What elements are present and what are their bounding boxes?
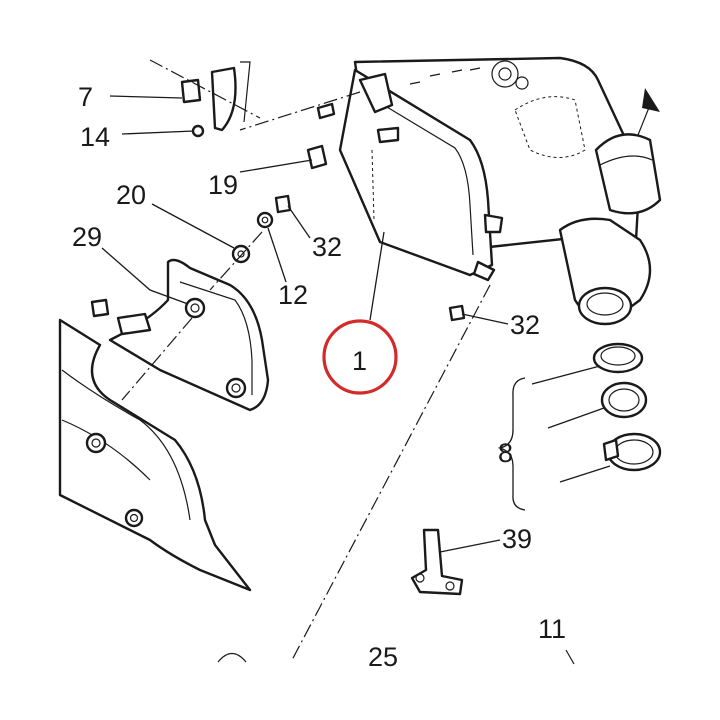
direction-arrow-icon [635,88,660,141]
bracket-39-icon [410,528,464,596]
callout-19: 19 [208,170,238,200]
callout-12: 12 [278,280,308,310]
screw-29-icon [90,298,152,336]
part-11-edge [565,649,575,665]
lower-cover-panel [58,318,252,592]
main-housing-outline [338,56,642,282]
callout-1: 1 [352,346,367,376]
exhaust-pipe-outline [558,133,662,326]
nut-14-icon [191,124,205,138]
ring-2 [600,381,648,419]
ring-1 [592,342,644,374]
heat-shield-cover [108,258,270,412]
callout-39: 39 [502,524,532,554]
washer-20-icon [231,244,251,264]
washer-12-icon [256,211,274,229]
leader-lines [101,95,509,553]
callout-32-lower: 32 [510,310,540,340]
callout-25: 25 [368,642,398,672]
part-25-edge [217,652,247,663]
bracket-19-icon [306,102,336,170]
group-bracket-8 [497,377,526,511]
callout-20: 20 [116,180,146,210]
highlight-ring [322,319,398,395]
hose-clamp [602,432,662,472]
callout-8: 8 [498,438,513,468]
clip-7-icon [180,61,251,132]
callout-14: 14 [80,122,110,152]
callout-7: 7 [78,82,93,112]
callout-11: 11 [538,614,566,644]
callout-29: 29 [72,222,102,252]
callout-32-upper: 32 [312,232,342,262]
